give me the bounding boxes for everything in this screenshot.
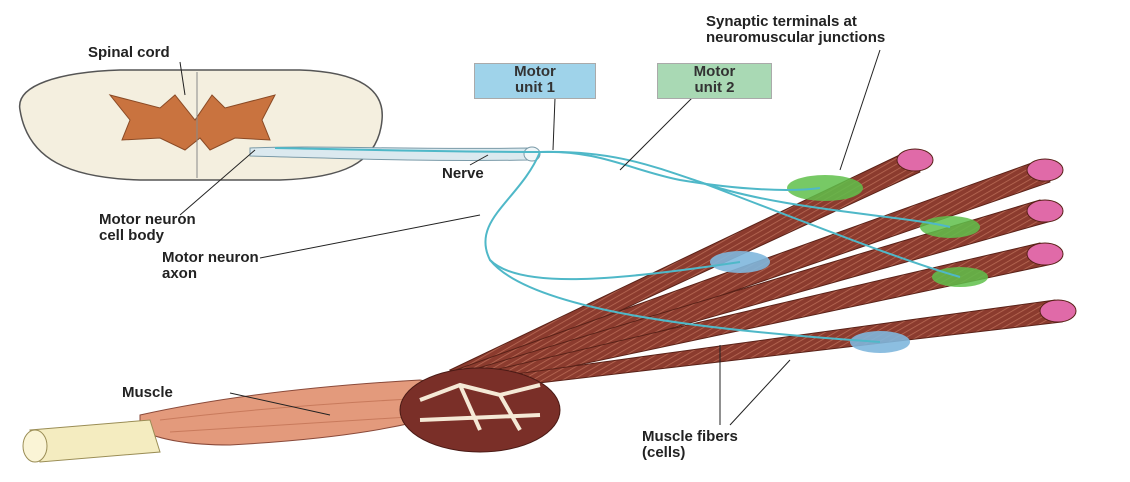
cell-body-label-line2: cell body <box>99 228 164 244</box>
axon-label-line1: Motor neuron <box>162 250 259 266</box>
synaptic-label-line2: neuromuscular junctions <box>706 30 885 46</box>
motor-unit-2-label-line1: Motor <box>658 64 771 80</box>
synaptic-label-line1: Synaptic terminals at <box>706 14 857 30</box>
axon-label-line2: axon <box>162 266 197 282</box>
muscle-body <box>140 368 560 452</box>
motor-unit-1-box: Motor unit 1 <box>474 63 596 99</box>
spinal-cord-label: Spinal cord <box>88 45 170 61</box>
nerve-label: Nerve <box>442 166 484 182</box>
muscle-fibers-label-line1: Muscle fibers <box>642 429 738 445</box>
spinal-cord-section <box>20 70 383 180</box>
muscle-label: Muscle <box>122 385 173 401</box>
motor-unit-1-label-line2: unit 1 <box>475 80 595 96</box>
cell-body-label-line1: Motor neuron <box>99 212 196 228</box>
muscle-fibers-label-line2: (cells) <box>642 445 685 461</box>
motor-unit-2-label-line2: unit 2 <box>658 80 771 96</box>
motor-unit-1-label-line1: Motor <box>475 64 595 80</box>
muscle-fibers <box>450 149 1076 391</box>
motor-unit-2-box: Motor unit 2 <box>657 63 772 99</box>
tendon <box>23 420 160 462</box>
